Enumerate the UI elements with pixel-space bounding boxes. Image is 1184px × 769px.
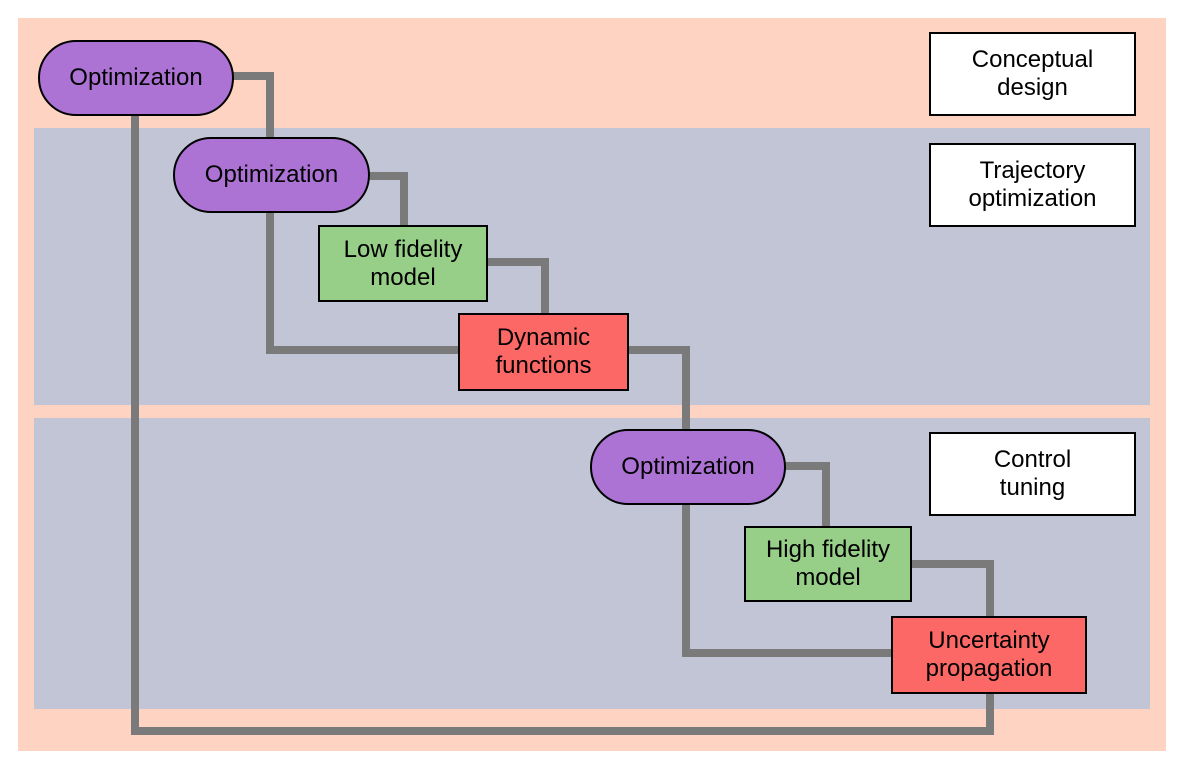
optimization-node-label: Optimization [69, 64, 203, 91]
stage-label-text: Trajectory optimization [968, 157, 1097, 212]
stage-label-control-tuning: Control tuning [929, 432, 1136, 516]
optimization-node-label: Optimization [204, 161, 339, 188]
low-fidelity-model-label: Low fidelity model [343, 235, 463, 291]
connector-opt3-highfid [785, 462, 830, 528]
connector-highfid-uncertainty [910, 560, 994, 617]
optimization-node-control: Optimization [590, 429, 786, 505]
optimization-node-conceptual: Optimization [38, 40, 234, 116]
connector-opt1-loop [131, 114, 994, 735]
connector-dynamic-opt3 [628, 346, 690, 430]
stage-label-text: Conceptual design [971, 46, 1094, 101]
dynamic-functions-label: Dynamic functions [495, 324, 592, 379]
high-fidelity-model-node: High fidelity model [744, 526, 912, 602]
connector-lowfid-dynamic [487, 258, 549, 314]
stage-label-conceptual-design: Conceptual design [929, 32, 1136, 116]
optimization-node-label: Optimization [621, 453, 755, 480]
connector-opt1-opt2 [232, 72, 274, 138]
optimization-node-trajectory: Optimization [173, 137, 370, 213]
dynamic-functions-node: Dynamic functions [458, 313, 629, 391]
uncertainty-propagation-label: Uncertainty propagation [925, 627, 1053, 682]
uncertainty-propagation-node: Uncertainty propagation [891, 616, 1087, 694]
stage-label-trajectory-optimization: Trajectory optimization [929, 143, 1136, 227]
connector-opt2-dynamic [266, 212, 460, 354]
high-fidelity-model-label: High fidelity model [765, 536, 891, 591]
stage-label-text: Control tuning [993, 446, 1072, 501]
connector-opt2-lowfid [370, 172, 408, 226]
low-fidelity-model-node: Low fidelity model [318, 225, 488, 302]
connector-opt3-uncertainty [682, 504, 893, 657]
